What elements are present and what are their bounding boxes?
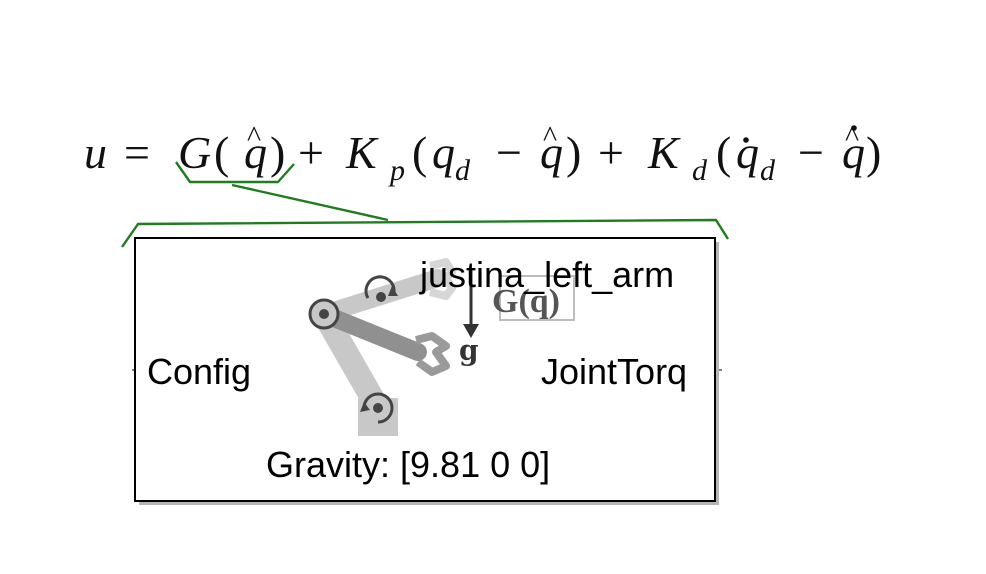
control-law-equation: u = G ( q ^ ) + K p ( q d − q ^ ) + K d … [84,120,881,187]
eq-dot-2 [851,125,857,131]
brace-connector [231,183,389,222]
eq-paren-close-3: ) [866,127,881,178]
robot-gripper-upper [429,258,456,300]
gravity-vector-label: g [459,334,479,367]
eq-hat-3: ^ [845,120,859,153]
robot-link-middle [315,305,427,361]
eq-qhatdot: q [842,127,865,178]
eq-K-d: K [647,127,681,178]
joint-elbow [364,275,398,302]
eq-K-p: K [345,127,379,178]
joint-base [360,392,394,424]
gravity-term-label: G(q) [492,283,560,320]
block-brace [121,218,730,248]
eq-u: u [84,127,107,178]
eq-dot-1 [743,137,749,143]
gravity-parameter: Gravity: [9.81 0 0] [266,444,550,485]
eq-sub-d-2: d [692,154,708,187]
output-port-label: JointTorq [541,351,687,392]
robot-gripper-lower [415,332,450,376]
gravity-arrow-head [463,324,479,338]
input-port-label: Config [147,351,251,392]
eq-sub-d-1: d [455,154,471,187]
eq-minus-1: − [496,127,522,178]
eq-G: G [178,127,211,178]
eq-qhat-1: q [244,127,267,178]
eq-equals: = [124,127,150,178]
gravity-term-box [499,275,575,321]
eq-paren-close-1: ) [270,127,285,178]
eq-minus-2: − [798,127,824,178]
joint-shoulder [308,298,340,330]
highlight-brackets [121,161,730,248]
eq-paren-open-3: ( [716,127,731,178]
eq-hat-2: ^ [543,120,557,153]
gravity-term-brace [175,161,295,184]
eq-paren-open-1: ( [214,127,229,178]
robot-link-lower [312,302,390,420]
eq-plus-1: + [298,127,324,178]
robot-arm-icon [308,258,456,436]
eq-qdot-d: q [736,127,759,178]
eq-q-d-1: q [432,127,455,178]
eq-sub-p: p [388,154,405,187]
block-title: justina_left_arm [419,254,674,295]
eq-paren-close-2: ) [566,127,581,178]
eq-sub-d-3: d [760,154,776,187]
gravity-torque-block[interactable]: g G(q) justina_left_arm Config JointTorq… [134,237,719,505]
eq-paren-open-2: ( [412,127,427,178]
eq-hat-1: ^ [247,120,261,153]
eq-qhat-2: q [540,127,563,178]
eq-plus-2: + [598,127,624,178]
